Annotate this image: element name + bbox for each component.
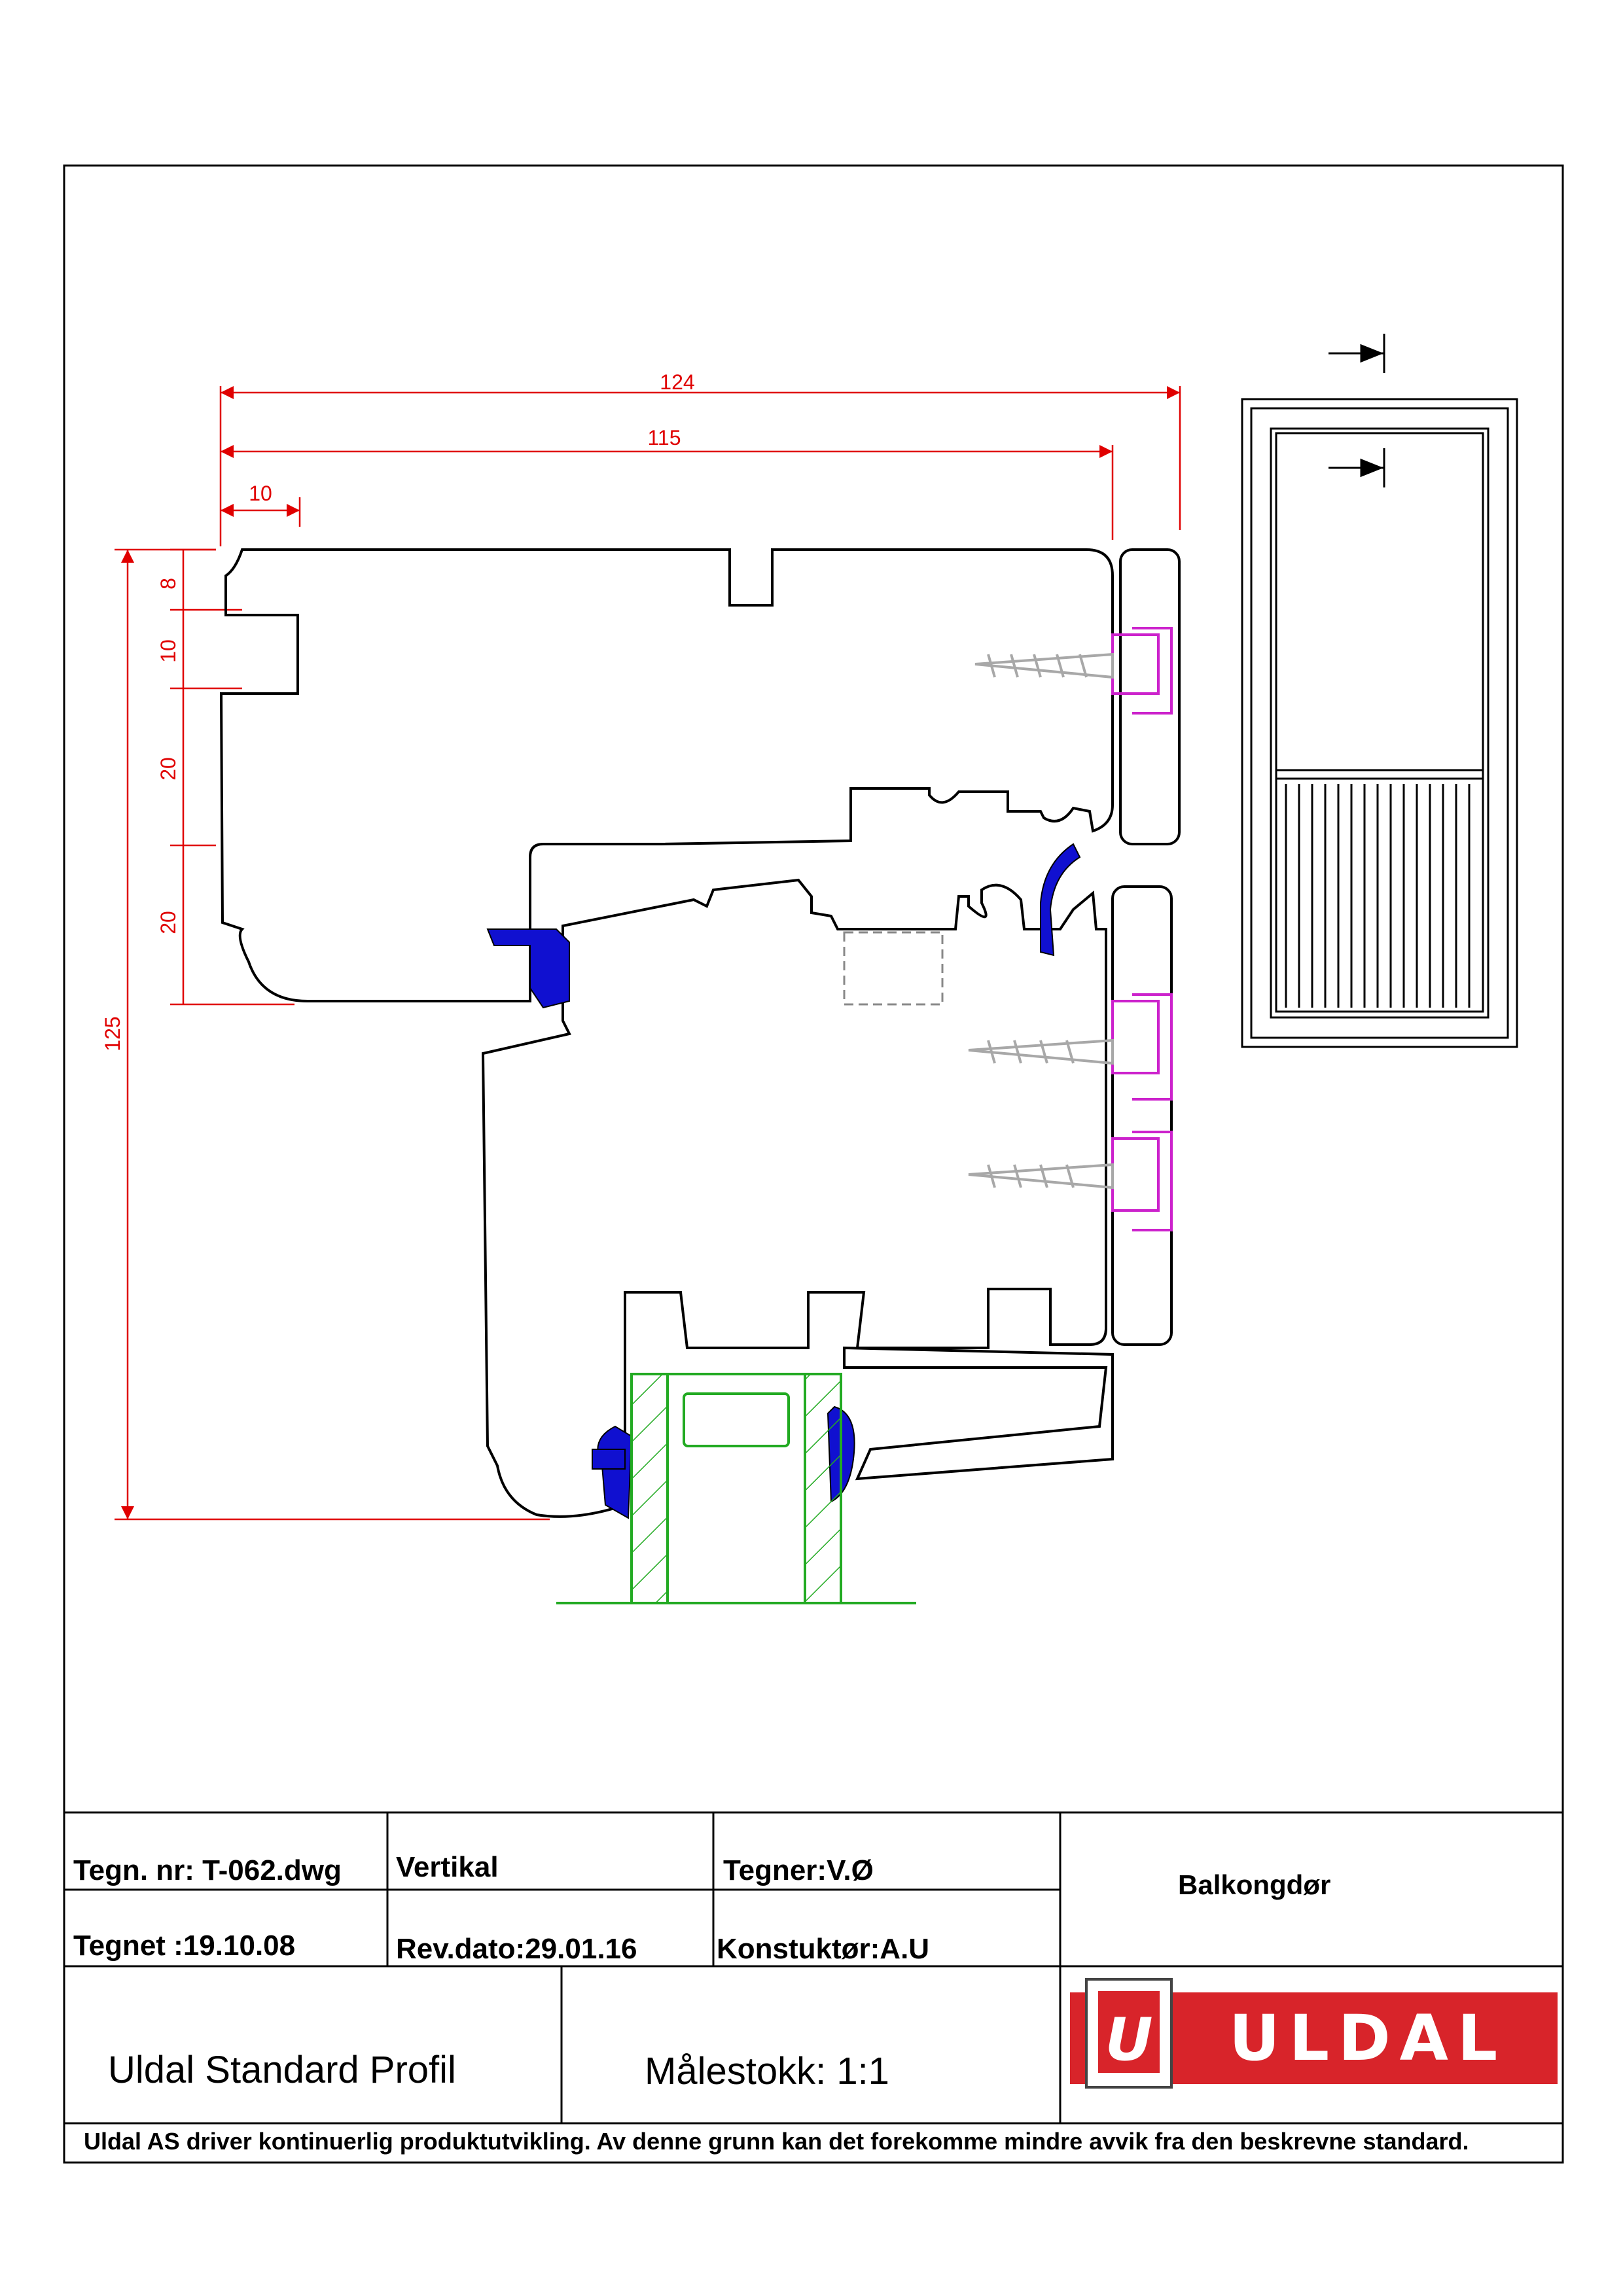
dim-125: 125 bbox=[101, 1016, 124, 1051]
dimension-lines bbox=[115, 386, 1181, 1521]
door-elevation bbox=[1241, 398, 1518, 1048]
section-label: Vertikal bbox=[396, 1851, 499, 1883]
dim-10: 10 bbox=[249, 482, 272, 505]
title-block bbox=[64, 1811, 1563, 2125]
profile-name: Uldal Standard Profil bbox=[108, 2049, 456, 2091]
gaskets bbox=[486, 843, 1081, 1519]
dimension-labels: 124 115 10 8 10 20 20 125 bbox=[101, 370, 695, 1051]
scale: Målestokk: 1:1 bbox=[645, 2050, 889, 2093]
dim-124: 124 bbox=[660, 370, 694, 394]
uldal-logo: U ULDAL bbox=[1070, 1978, 1558, 2089]
door-louvres bbox=[1285, 784, 1471, 1008]
logo-letter: U bbox=[1105, 2005, 1152, 2074]
designer: Konstuktør:A.U bbox=[717, 1933, 929, 1965]
sheet-border bbox=[63, 164, 1564, 2164]
glass-unit bbox=[556, 1373, 916, 1604]
dim-10-vertical: 10 bbox=[156, 639, 180, 663]
product-name: Balkongdør bbox=[1178, 1869, 1330, 1900]
revision-date: Rev.dato:29.01.16 bbox=[396, 1933, 637, 1965]
drawing-number: Tegn. nr: T-062.dwg bbox=[73, 1854, 342, 1886]
drawn-by: Tegner:V.Ø bbox=[723, 1854, 874, 1886]
dim-115: 115 bbox=[647, 426, 681, 450]
dim-20-lower: 20 bbox=[156, 911, 180, 934]
logo-text: ULDAL bbox=[1229, 2002, 1507, 2075]
frame-profile bbox=[219, 548, 1181, 1518]
dim-8: 8 bbox=[156, 578, 180, 590]
disclaimer: Uldal AS driver kontinuerlig produktutvi… bbox=[84, 2128, 1469, 2155]
hidden-part bbox=[843, 931, 944, 1006]
drawn-date: Tegnet :19.10.08 bbox=[73, 1930, 295, 1962]
screws bbox=[968, 652, 1114, 1190]
section-markers bbox=[1329, 334, 1385, 487]
dim-20-upper: 20 bbox=[156, 757, 180, 781]
